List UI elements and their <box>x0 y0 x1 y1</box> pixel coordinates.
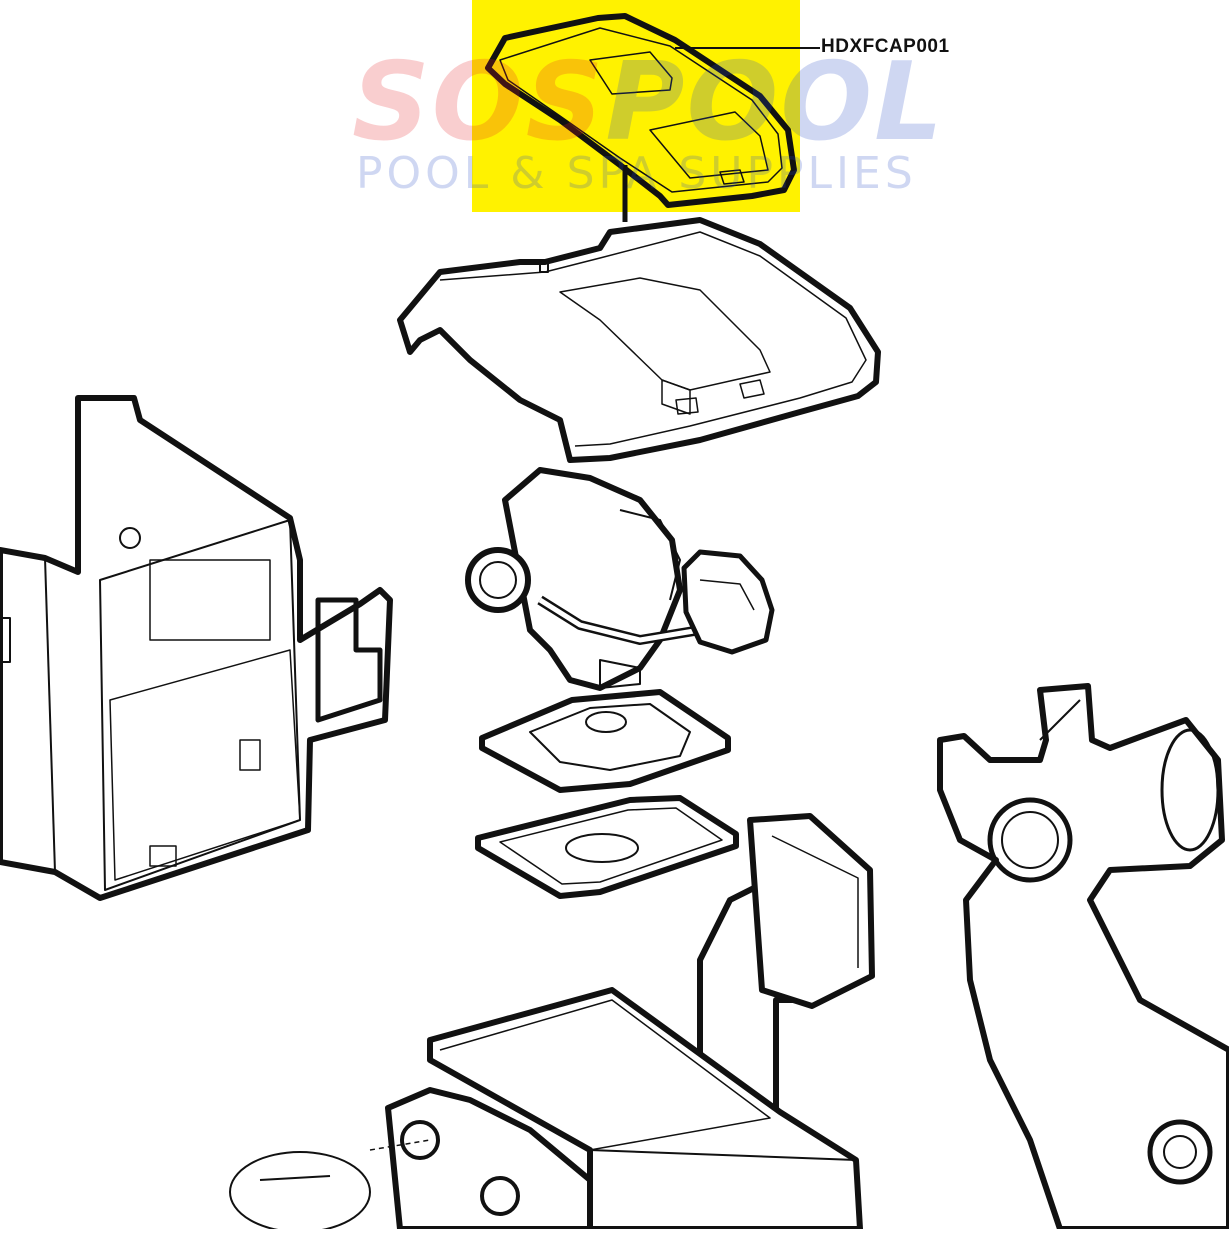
part-number-label: HDXFCAP001 <box>821 36 950 57</box>
watermark-brand-right: POOL <box>605 40 945 165</box>
flue-elbow <box>697 813 875 1123</box>
gasket-plate <box>475 795 739 899</box>
watermark-tagline: POOL & SPA SUPPLIES <box>356 148 917 199</box>
watermark-brand-left: SOS <box>352 40 606 165</box>
cap-cover-part[interactable] <box>485 13 797 222</box>
watermark-brand: SOSPOOL <box>352 40 945 165</box>
control-box-panel <box>0 395 393 901</box>
upper-housing-cover <box>397 217 881 463</box>
gas-valve-manifold <box>937 683 1229 1232</box>
blower-motor-assembly <box>465 467 775 691</box>
burner-plate <box>479 689 731 793</box>
